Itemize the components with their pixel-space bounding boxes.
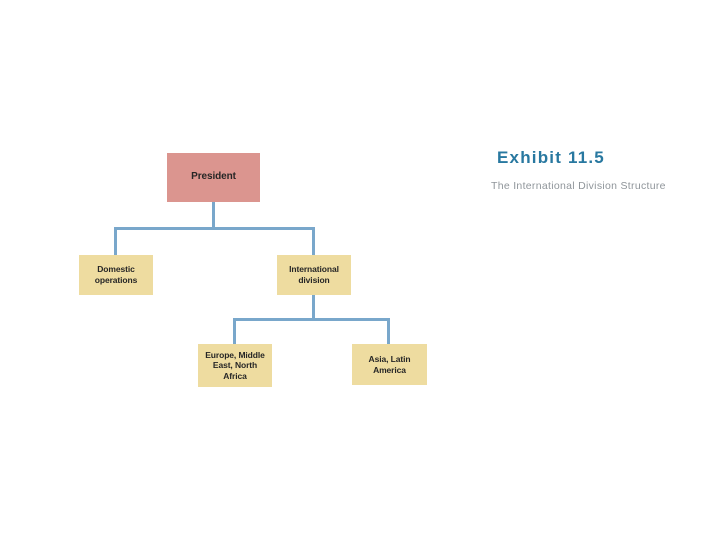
org-node-president: President — [167, 153, 260, 202]
connector-top-horizontal — [114, 227, 315, 230]
connector-europe-down — [233, 318, 236, 345]
connector-domestic-down — [114, 227, 117, 256]
connector-bottom-horizontal — [233, 318, 390, 321]
exhibit-title: Exhibit 11.5 — [497, 148, 605, 167]
org-node-europe-middle-east-north-africa: Europe, Middle East, North Africa — [198, 344, 272, 387]
org-node-international-division: International division — [277, 255, 351, 295]
org-node-domestic-operations-label: Domestic operations — [94, 264, 138, 285]
org-node-asia-latin-america-label: Asia, Latin America — [368, 353, 411, 375]
org-node-europe-middle-east-north-africa-label: Europe, Middle East, North Africa — [205, 349, 265, 381]
connector-international-top-down — [312, 227, 315, 256]
org-node-domestic-operations: Domestic operations — [79, 255, 153, 295]
exhibit-heading-block: Exhibit 11.5 The International Division … — [491, 148, 701, 192]
exhibit-subtitle: The International Division Structure — [491, 180, 666, 192]
org-node-international-division-label: International division — [289, 264, 339, 285]
connector-president-down — [212, 201, 215, 229]
org-node-asia-latin-america: Asia, Latin America — [352, 344, 427, 385]
connector-asia-down — [387, 318, 390, 345]
org-node-president-label: President — [191, 171, 236, 183]
connector-international-bottom-down — [312, 294, 315, 321]
